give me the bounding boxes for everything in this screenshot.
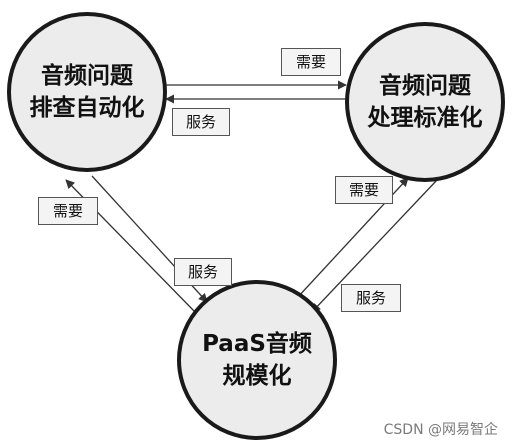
edge-label-left-need: 需要: [38, 197, 98, 225]
node-troubleshoot-automation: 音频问题 排查自动化: [7, 12, 167, 172]
node-standardize-line2: 处理标准化: [367, 105, 483, 131]
node-standardize-line1: 音频问题: [379, 73, 471, 99]
node-paas-line1: PaaS音频: [202, 331, 312, 357]
edge-label-left-serve: 服务: [174, 258, 232, 286]
arrow-right-serve: [311, 179, 438, 313]
node-troubleshoot-line2: 排查自动化: [29, 95, 145, 121]
watermark-text: CSDN @网易智企: [383, 422, 498, 438]
edge-label-right-serve: 服务: [341, 284, 401, 312]
edge-label-top-need: 需要: [281, 48, 341, 76]
node-paas-scaling: PaaS音频 规模化: [177, 280, 337, 440]
node-paas-line2: 规模化: [222, 363, 292, 389]
node-processing-standardization: 音频问题 处理标准化: [345, 22, 505, 182]
edge-label-top-serve: 服务: [172, 108, 230, 136]
edge-label-right-need: 需要: [335, 176, 393, 204]
node-troubleshoot-line1: 音频问题: [41, 63, 133, 89]
